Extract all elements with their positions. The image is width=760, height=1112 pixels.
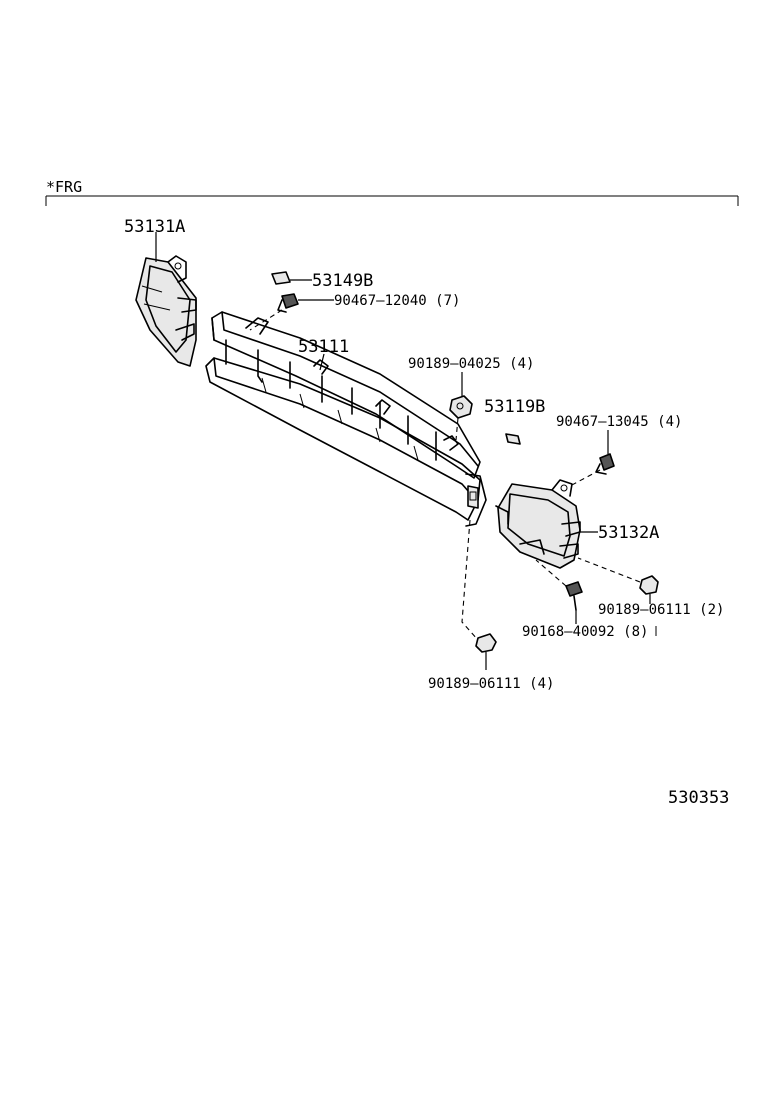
- part-53131A-left-grille-molding[interactable]: [135, 255, 197, 367]
- callout-90189-06111-4: 90189‒06111 (4): [428, 676, 554, 692]
- dash-nut-to-grille: [455, 417, 459, 441]
- dash-screw-to-right-grille: [535, 559, 567, 587]
- section-label: *FRG: [46, 178, 82, 196]
- diagram-id: 530353: [668, 788, 729, 808]
- dash-nut4-to-grille: [461, 519, 479, 641]
- dash-clip-to-right-grille: [569, 469, 601, 487]
- part-53119B-emblem[interactable]: [505, 433, 521, 445]
- callout-53111: 53111: [298, 337, 349, 357]
- leader-53111: [319, 353, 325, 371]
- callout-90467-13045: 90467‒13045 (4): [556, 414, 682, 430]
- callout-53119B: 53119B: [484, 397, 545, 417]
- part-90189-04025-nut[interactable]: [449, 395, 473, 419]
- part-90168-40092-screw[interactable]: [565, 581, 583, 611]
- callout-90189-06111-2: 90189‒06111 (2): [598, 602, 724, 618]
- callout-53149B: 53149B: [312, 271, 373, 291]
- callout-90189-04025: 90189‒04025 (4): [408, 356, 534, 372]
- part-53132A-right-grille-molding[interactable]: [495, 479, 581, 569]
- part-53111-radiator-grille[interactable]: [205, 311, 487, 527]
- callout-90168-40092: 90168‒40092 (8): [522, 624, 648, 640]
- part-90189-06111-nut-2[interactable]: [639, 575, 659, 595]
- callout-90467-12040: 90467‒12040 (7): [334, 293, 460, 309]
- part-53149B-emblem[interactable]: [271, 271, 291, 285]
- part-90467-12040-clip[interactable]: [277, 293, 299, 313]
- part-90189-06111-nut-4[interactable]: [475, 633, 497, 653]
- callout-53131A: 53131A: [124, 217, 185, 237]
- dash-clip-to-grille: [249, 309, 283, 331]
- callout-53132A: 53132A: [598, 523, 659, 543]
- dash-nut2-to-right-grille: [577, 557, 641, 583]
